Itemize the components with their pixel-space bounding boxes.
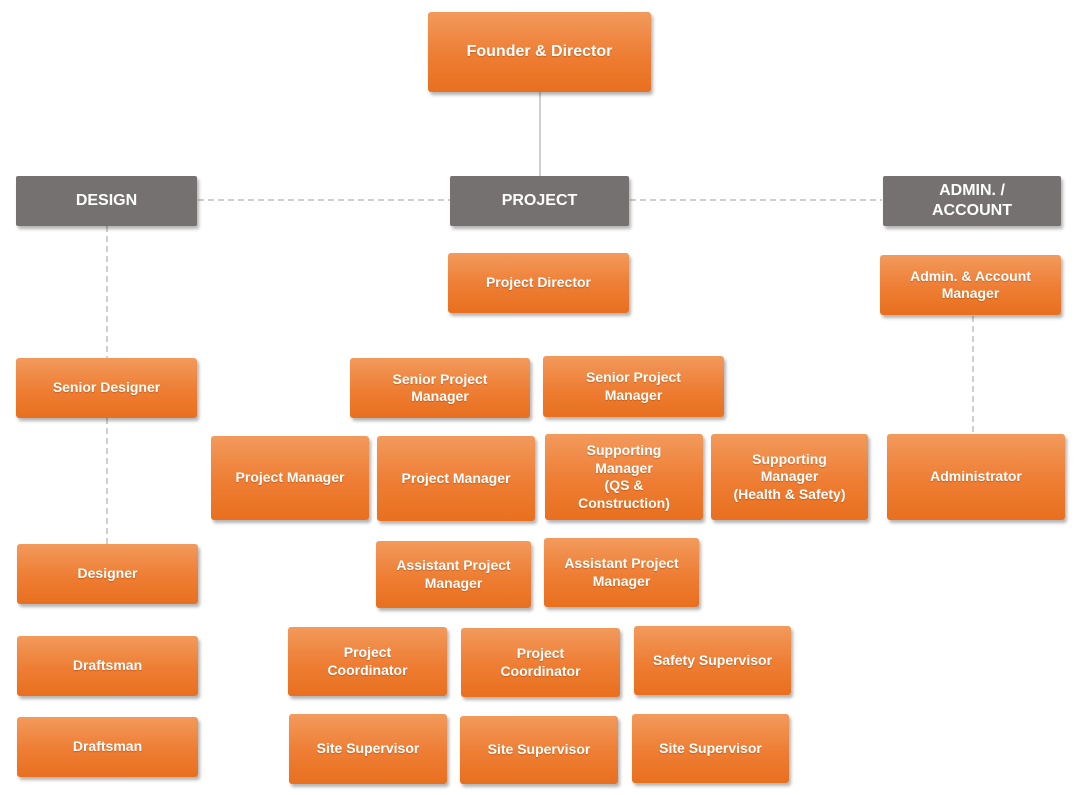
site-supervisor-box-2: Site Supervisor <box>460 716 618 784</box>
project-manager-box-1: Project Manager <box>211 436 369 520</box>
site-supervisor-box-3: Site Supervisor <box>632 714 789 783</box>
designer-box: Designer <box>17 544 198 604</box>
dept-admin-account-header: ADMIN. / ACCOUNT <box>883 176 1061 226</box>
project-coordinator-box-1: Project Coordinator <box>288 627 447 696</box>
senior-project-manager-box-1: Senior Project Manager <box>350 358 530 418</box>
site-supervisor-box-1: Site Supervisor <box>289 714 447 784</box>
founder-director-box: Founder & Director <box>428 12 651 92</box>
assistant-project-manager-box-1: Assistant Project Manager <box>376 541 531 608</box>
draftsman-box-1: Draftsman <box>17 636 198 696</box>
safety-supervisor-box: Safety Supervisor <box>634 626 791 695</box>
supporting-manager-qs-box: Supporting Manager (QS & Construction) <box>545 434 703 520</box>
supporting-manager-hs-box: Supporting Manager (Health & Safety) <box>711 434 868 520</box>
senior-designer-box: Senior Designer <box>16 358 197 418</box>
admin-account-manager-box: Admin. & Account Manager <box>880 255 1061 315</box>
assistant-project-manager-box-2: Assistant Project Manager <box>544 538 699 607</box>
administrator-box: Administrator <box>887 434 1065 520</box>
senior-project-manager-box-2: Senior Project Manager <box>543 356 724 417</box>
project-manager-box-2: Project Manager <box>377 436 535 521</box>
dept-design-header: DESIGN <box>16 176 197 226</box>
draftsman-box-2: Draftsman <box>17 717 198 777</box>
project-coordinator-box-2: Project Coordinator <box>461 628 620 697</box>
project-director-box: Project Director <box>448 253 629 313</box>
dept-project-header: PROJECT <box>450 176 629 226</box>
